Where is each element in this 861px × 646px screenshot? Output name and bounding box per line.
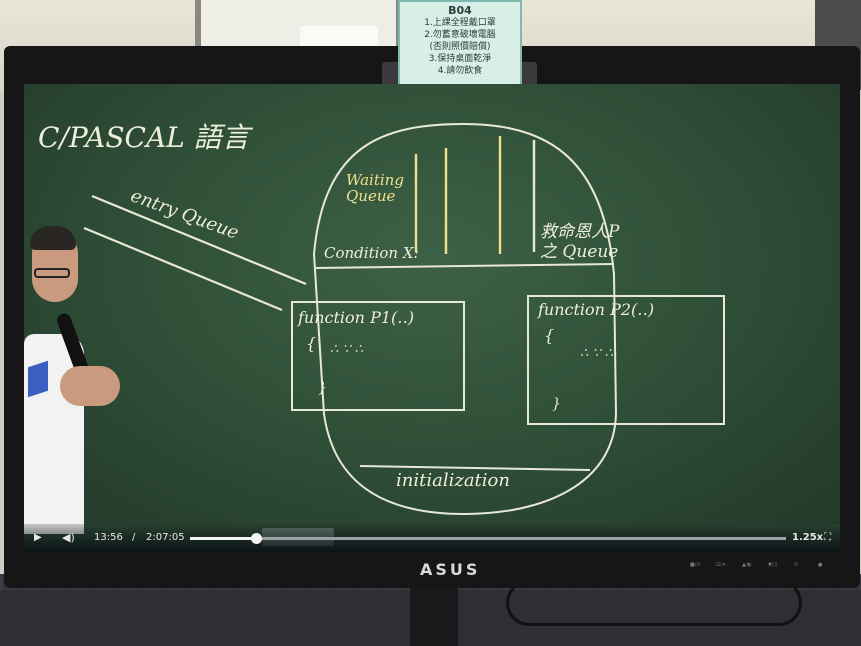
waiting-queue-label: Waiting Queue [346,172,404,204]
sign-title: B04 [400,4,520,17]
duration: 2:07:05 [146,532,185,544]
sign-line: (否則照價賠償) [400,41,520,53]
monitor-button[interactable]: ⊡/✦ [716,562,726,568]
waiting-queue-text: Queue [346,188,404,204]
function-p2-brace: } [552,396,561,412]
play-icon: ▶ [34,532,42,543]
condition-label: Condition X: [324,244,419,262]
presenter [24,224,134,524]
initialization-label: initialization [396,470,510,491]
sign-line: 1.上課全程戴口罩 [400,17,520,29]
function-p1-brace: } [318,380,327,396]
fullscreen-icon: ⛶ [824,532,831,543]
presenter-hair [30,226,76,250]
presenter-glasses [34,268,70,278]
sign-line: 3.保持桌面乾淨 [400,53,520,65]
volume-icon: ◀) [62,531,75,544]
playback-speed-button[interactable]: 1.25x [792,532,823,544]
chalkboard: C/PASCAL 語言 entry Queue Waiting Queue Co… [24,84,840,524]
room-sign: B04 1.上課全程戴口罩 2.勿蓄意破壞電腦 (否則照價賠償) 3.保持桌面乾… [398,0,522,86]
monitor-button[interactable]: ■/⊙ [690,562,701,568]
progress-fill [190,537,256,540]
board-title: C/PASCAL 語言 [38,116,250,156]
function-p2-label: function P2(‥) [538,300,654,319]
condition-divider [316,264,614,268]
sign-line: 4.請勿飲食 [400,65,520,77]
power-led: ● [818,562,822,568]
function-p2-brace: { [544,326,554,345]
video-control-bar: ▶ ◀) 13:56 / 2:07:05 1.25x ⛶ [24,524,840,552]
rescue-queue-text: 之 Queue [540,242,619,262]
play-button[interactable]: ▶ [34,532,42,544]
function-p2-body: ∴ ∵ ∴ [580,346,613,361]
function-p1-brace: { [306,334,316,353]
fullscreen-button[interactable]: ⛶ [824,532,831,544]
video-screen[interactable]: C/PASCAL 語言 entry Queue Waiting Queue Co… [24,84,840,552]
sign-line: 2.勿蓄意破壞電腦 [400,29,520,41]
time-separator: / [132,532,135,544]
progress-bar[interactable] [190,537,786,540]
function-p1-label: function P1(‥) [298,308,414,327]
rescue-queue-text: 救命恩人P [540,222,619,242]
current-time: 13:56 [94,532,123,544]
function-p1-body: ∴ ∵ ∴ [330,342,363,357]
waiting-queue-text: Waiting [346,172,404,188]
monitor-stand [410,588,458,646]
monitor-button[interactable]: ▼/♫ [768,562,778,568]
power-button[interactable]: ⏻ [794,562,798,568]
volume-button[interactable]: ◀) [62,532,75,544]
presenter-hand [60,366,120,406]
cable [506,580,802,626]
rescue-queue-label: 救命恩人P 之 Queue [540,222,619,262]
monitor-button[interactable]: ▲/◐ [742,562,752,568]
progress-knob[interactable] [251,533,262,544]
monitor-buttons: ■/⊙ ⊡/✦ ▲/◐ ▼/♫ ⏻ ● [690,562,840,574]
monitor-brand-logo: ASUS [420,560,480,579]
